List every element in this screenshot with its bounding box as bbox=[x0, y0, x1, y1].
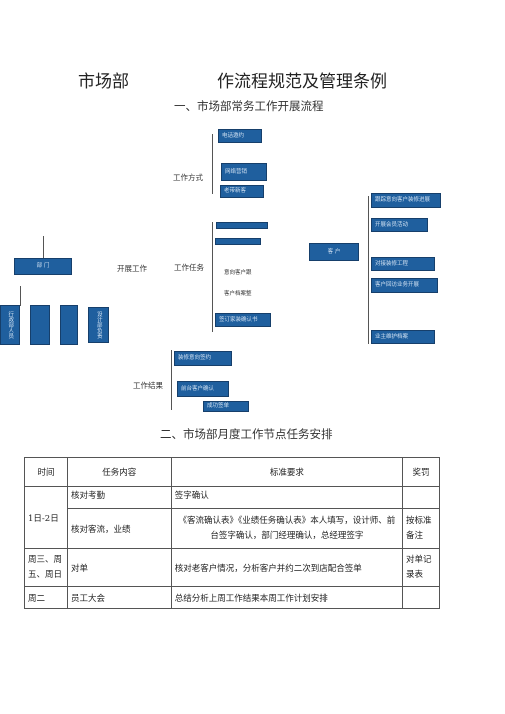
table-row: 1日-2日 核对考勤 签字确认 bbox=[24, 486, 440, 549]
connector bbox=[20, 286, 21, 306]
customer-box: 客 户 bbox=[309, 243, 359, 261]
customer-task-box: 业主维护档案 bbox=[371, 330, 435, 344]
method-box: 网络营销 bbox=[221, 163, 267, 181]
title-left: 市场部 bbox=[78, 72, 129, 92]
table-cell-task: 核对考勤 bbox=[66, 486, 172, 509]
table-row: 核对客流，业绩 《客流确认表》《业绩任务确认表》本人填写，设计师、前台签字确认，… bbox=[25, 508, 440, 549]
table-cell-time: 周二 bbox=[24, 586, 68, 609]
table-cell-reward bbox=[402, 586, 440, 609]
result-box: 成功签单 bbox=[203, 401, 249, 412]
section-2-heading: 二、市场部月度工作节点任务安排 bbox=[160, 427, 333, 441]
method-box: 老带新客 bbox=[220, 185, 264, 198]
task-box: 签订家装确认书 bbox=[215, 313, 271, 327]
table-cell-task: 核对客流，业绩 bbox=[66, 508, 172, 549]
work-task-label: 工作任务 bbox=[174, 263, 204, 272]
table-cell-reward: 对单记录表 bbox=[402, 548, 440, 587]
admin-staff-box: 行政部人员 bbox=[0, 305, 20, 345]
result-box: 装修意向签约 bbox=[174, 351, 232, 366]
title-right: 作流程规范及管理条例 bbox=[217, 72, 387, 92]
table-cell-standard: 签字确认 bbox=[170, 486, 404, 509]
table-row: 周二 员工大会 总结分析上周工作结果本周工作计划安排 bbox=[24, 586, 440, 609]
table-cell-reward bbox=[402, 486, 440, 509]
table-cell-task: 对单 bbox=[66, 548, 172, 587]
method-box: 电话邀约 bbox=[218, 129, 262, 143]
work-method-label: 工作方式 bbox=[173, 173, 203, 182]
customer-task-box: 跟踪意向客户装修进展 bbox=[371, 193, 441, 208]
connector bbox=[43, 236, 44, 258]
customer-task-box: 开展会员活动 bbox=[371, 218, 428, 232]
column-header: 任务内容 bbox=[66, 457, 172, 487]
customer-bracket bbox=[368, 196, 369, 344]
table-header-row: 时间 任务内容 标准要求 奖罚 bbox=[24, 457, 440, 487]
table-cell-time: 周三、周五、周日 bbox=[24, 548, 68, 587]
table-cell-time: 1日-2日 bbox=[24, 486, 68, 549]
result-bracket bbox=[171, 350, 172, 410]
table-row: 周三、周五、周日 对单 核对老客户情况，分析客户并约二次到店配合签单 对单记录表 bbox=[24, 548, 440, 587]
department-box: 部 门 bbox=[14, 258, 72, 275]
column-header: 标准要求 bbox=[170, 457, 404, 487]
table-cell-standard: 《客流确认表》《业绩任务确认表》本人填写，设计师、前台签字确认，部门经理确认，总… bbox=[170, 508, 404, 549]
table-cell-standard: 核对老客户情况，分析客户并约二次到店配合签单 bbox=[170, 548, 404, 587]
result-box: 前台客户确认 bbox=[177, 381, 229, 397]
column-header: 奖罚 bbox=[402, 457, 440, 487]
task-text: 客户档案整 bbox=[224, 291, 252, 297]
column-header: 时间 bbox=[24, 457, 68, 487]
task-text: 意向客户跟 bbox=[224, 270, 252, 276]
staff-box bbox=[30, 305, 50, 345]
customer-task-box: 客户回访业务开展 bbox=[371, 278, 438, 293]
staff-box bbox=[60, 305, 78, 345]
design-dept-box: 设计部负责 bbox=[88, 307, 109, 343]
work-result-label: 工作结果 bbox=[133, 381, 163, 390]
table-cell-reward: 按标准备注 bbox=[402, 508, 440, 549]
task-box bbox=[216, 222, 268, 229]
task-box bbox=[215, 238, 261, 245]
section-1-heading: 一、市场部常务工作开展流程 bbox=[174, 99, 324, 113]
monthly-task-table: 时间 任务内容 标准要求 奖罚 1日-2日 核对考勤 签字确认 核对客流，业绩 … bbox=[24, 457, 440, 609]
table-cell-task: 员工大会 bbox=[66, 586, 172, 609]
customer-task-box: 对接装修工程 bbox=[371, 257, 435, 271]
launch-work-label: 开展工作 bbox=[117, 264, 147, 273]
method-bracket bbox=[212, 134, 213, 194]
table-cell-standard: 总结分析上周工作结果本周工作计划安排 bbox=[170, 586, 404, 609]
task-bracket bbox=[212, 222, 213, 332]
